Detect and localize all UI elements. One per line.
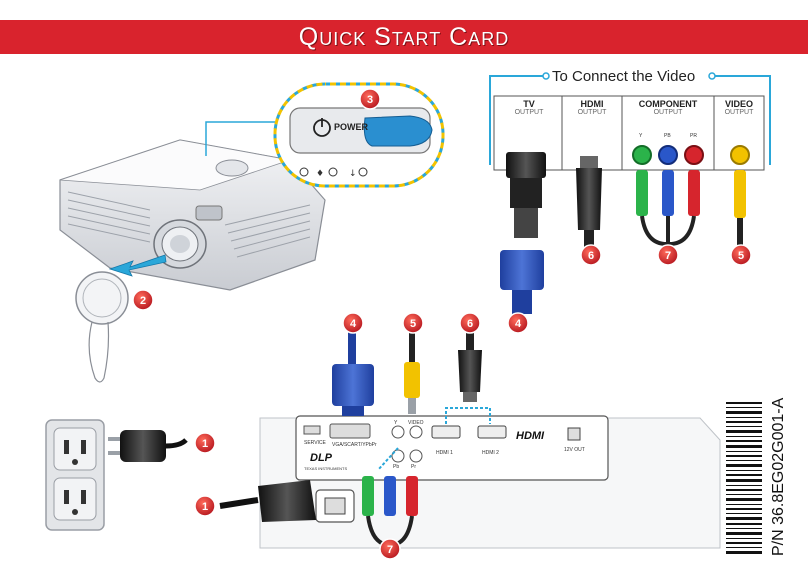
hdmi-logo: HDMI <box>516 430 545 442</box>
channel-pb-label: PB <box>664 133 671 139</box>
hdmi-output-name: HDMI <box>580 99 604 109</box>
step-6-badge-input: 6 <box>467 318 473 330</box>
step-5-badge-input: 5 <box>410 318 416 330</box>
card-title: Quick Start Card <box>298 23 510 51</box>
texas-instruments-label: TEXAS INSTRUMENTS <box>304 466 348 471</box>
step-1-badge-cord: 1 <box>202 501 208 513</box>
title-banner <box>0 20 808 54</box>
hdmi-output-cable <box>576 156 602 248</box>
power-plug <box>108 430 188 462</box>
channel-pr-label: PR <box>690 133 697 139</box>
power-cord <box>219 480 316 522</box>
hdmi-cable <box>445 330 491 424</box>
pr-port-label: Pr <box>411 464 416 470</box>
part-number: P/N 36.8EG02G001-A <box>770 397 787 556</box>
step-3-badge: 3 <box>367 94 373 106</box>
projector-rear-panel <box>259 415 721 549</box>
component-output-label: COMPONENT OUTPUT <box>622 99 714 116</box>
step-5-badge-output: 5 <box>738 250 744 262</box>
video-section-title: To Connect the Video <box>552 68 696 85</box>
step-6-badge-output: 6 <box>588 250 594 262</box>
vga-port-label: VGA/SCART/YPbPr <box>332 442 377 448</box>
channel-y-label: Y <box>639 133 643 139</box>
tv-output-sub: OUTPUT <box>514 109 544 116</box>
step-4-badge-output: 4 <box>515 318 522 330</box>
y-port-label: Y <box>394 420 398 426</box>
barcode <box>726 402 762 554</box>
projector <box>59 139 326 383</box>
power-label: POWER <box>334 122 369 132</box>
svg-text:↓: ↓ <box>349 169 357 179</box>
power-callout: ♦ ↓ <box>205 82 445 188</box>
svg-text:♦: ♦ <box>316 169 324 179</box>
hdmi2-port-label: HDMI 2 <box>482 450 499 456</box>
step-7-badge-output: 7 <box>665 250 671 262</box>
component-output-cable <box>632 145 704 247</box>
component-output-name: COMPONENT <box>638 99 698 109</box>
hdmi-output-label: HDMI OUTPUT <box>562 99 622 116</box>
step-4-badge-input: 4 <box>350 318 357 330</box>
step-1-badge-plug: 1 <box>202 438 208 450</box>
video-output-label: VIDEO OUTPUT <box>714 99 764 116</box>
pb-port-label: Pb <box>393 464 400 470</box>
hdmi-output-sub: OUTPUT <box>577 109 607 116</box>
service-port-label: SERVICE <box>304 440 326 446</box>
component-output-sub: OUTPUT <box>653 109 683 116</box>
composite-video-cable <box>404 330 420 414</box>
vga-cable <box>332 330 374 416</box>
dlp-logo: DLP <box>310 452 332 464</box>
step-7-badge-input: 7 <box>387 544 393 556</box>
video-output-name: VIDEO <box>724 99 753 109</box>
video-port-label: VIDEO <box>408 420 424 426</box>
step-2-badge: 2 <box>140 295 146 307</box>
tv-output-name: TV <box>523 99 535 109</box>
hdmi1-port-label: HDMI 1 <box>436 450 453 456</box>
tv-output-label: TV OUTPUT <box>496 99 562 116</box>
12v-out-label: 12V OUT <box>564 447 585 453</box>
scart-vga-cable <box>500 152 546 314</box>
step-badges <box>132 88 752 560</box>
wall-outlet <box>45 419 105 531</box>
video-output-cable <box>730 145 750 246</box>
video-output-sub: OUTPUT <box>724 109 754 116</box>
